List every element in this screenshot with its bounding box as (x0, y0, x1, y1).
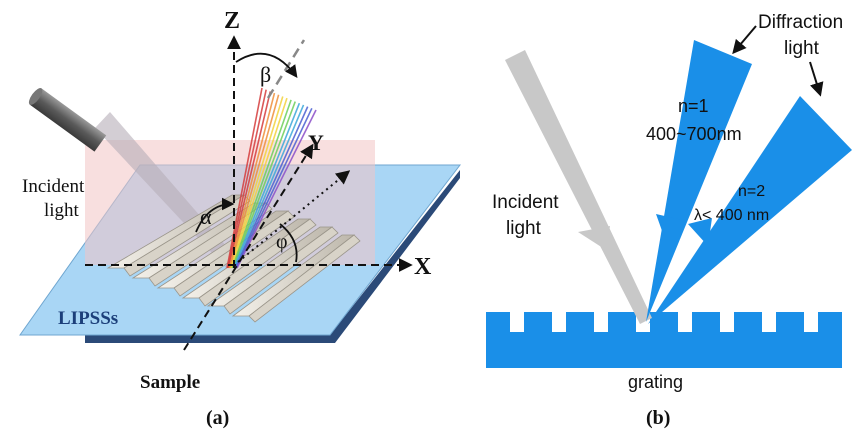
spectrum-ray (236, 109, 317, 269)
diffraction-light-label-line2: light (784, 38, 820, 59)
panel-a: Z Y X β α φ Incident light LIPSSs Sample… (19, 8, 462, 429)
grating-label: grating (628, 372, 683, 392)
order1-arrowhead (656, 214, 682, 242)
diffraction-beam-order1 (646, 40, 752, 322)
spectrum-ray (235, 107, 313, 269)
spectrum-ray (226, 87, 263, 269)
diffraction-light-label-line1: Diffraction (758, 12, 843, 33)
beta-arc (235, 52, 298, 79)
spectrum-ray (232, 101, 296, 269)
laser-rod (28, 88, 107, 152)
incident-arrowhead-b (578, 226, 610, 250)
spectrum-ray (229, 94, 280, 269)
phi-label: φ (276, 231, 288, 253)
panel-b: Diffraction light n=1 400~700nm n=2 λ< 4… (486, 12, 852, 429)
spectrum-ray (230, 97, 288, 269)
y-axis (183, 143, 314, 351)
diffraction-pointer-2 (809, 61, 824, 97)
incident-light-label-a-line2: light (44, 200, 80, 221)
lipss-label: LIPSSs (58, 308, 118, 329)
spectrum-ray (230, 96, 284, 269)
spectrum-ray (231, 99, 292, 269)
sample-slab-edge (85, 170, 460, 343)
z-axis-label: Z (224, 8, 240, 34)
x-axis-label: X (414, 254, 432, 280)
spectrum-ray (233, 104, 305, 269)
grating-body (486, 312, 842, 368)
caption-b: (b) (646, 407, 670, 429)
alpha-arc (195, 197, 235, 233)
order2-arrowhead (688, 218, 712, 246)
spectrum-ray (228, 92, 276, 269)
incident-light-label-b-line1: Incident (492, 192, 559, 213)
order2-label: n=2 (738, 183, 765, 200)
diffraction-reference-line (266, 39, 306, 99)
phi-arc (279, 223, 298, 263)
incident-light-label-a-line1: Incident (22, 176, 85, 197)
incident-light-label-b-line2: light (506, 218, 542, 239)
diffraction-pointer-1 (732, 25, 757, 55)
spectrum-ray (234, 106, 309, 269)
alpha-label: α (200, 204, 212, 229)
diffraction-beam-order2 (648, 96, 852, 324)
beta-label: β (260, 62, 271, 87)
sample-label: Sample (140, 372, 200, 393)
y-axis-label: Y (308, 130, 324, 155)
spectrum-ray (227, 91, 272, 269)
diffraction-spectrum (226, 87, 317, 269)
order2-range: λ< 400 nm (694, 207, 769, 224)
spectrum-ray (233, 102, 301, 269)
order1-label: n=1 (678, 96, 709, 116)
incident-beam-b (505, 50, 652, 324)
order1-range: 400~700nm (646, 124, 742, 144)
caption-a: (a) (206, 407, 229, 429)
